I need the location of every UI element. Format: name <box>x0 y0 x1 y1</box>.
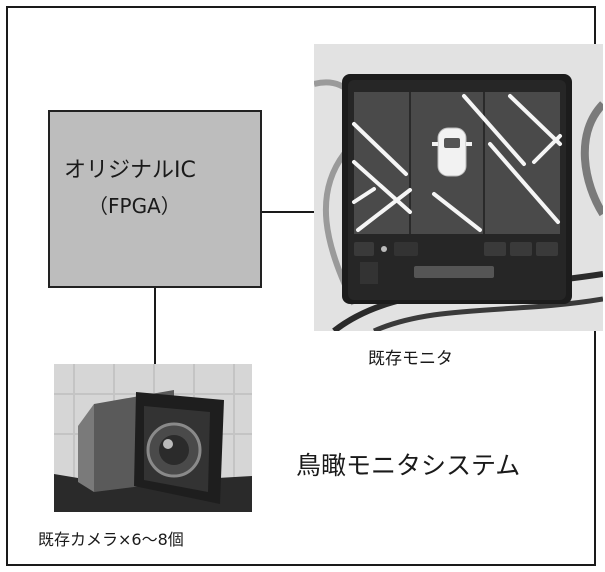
connector-ic-to-monitor <box>262 211 314 213</box>
monitor-photo <box>314 44 603 331</box>
camera-photo <box>54 364 252 512</box>
camera-illustration <box>54 364 252 512</box>
system-title: 鳥瞰モニタシステム <box>296 451 521 480</box>
ic-label: オリジナルIC <box>64 158 196 183</box>
diagram-frame: オリジナルIC （FPGA） <box>6 6 603 566</box>
camera-caption: 既存カメラ×6〜8個 <box>38 530 184 549</box>
fpga-label: （FPGA） <box>88 194 181 218</box>
monitor-caption: 既存モニタ <box>368 349 453 369</box>
monitor-illustration <box>314 44 603 331</box>
original-ic-box: オリジナルIC （FPGA） <box>48 110 262 288</box>
connector-ic-to-camera <box>154 288 156 364</box>
